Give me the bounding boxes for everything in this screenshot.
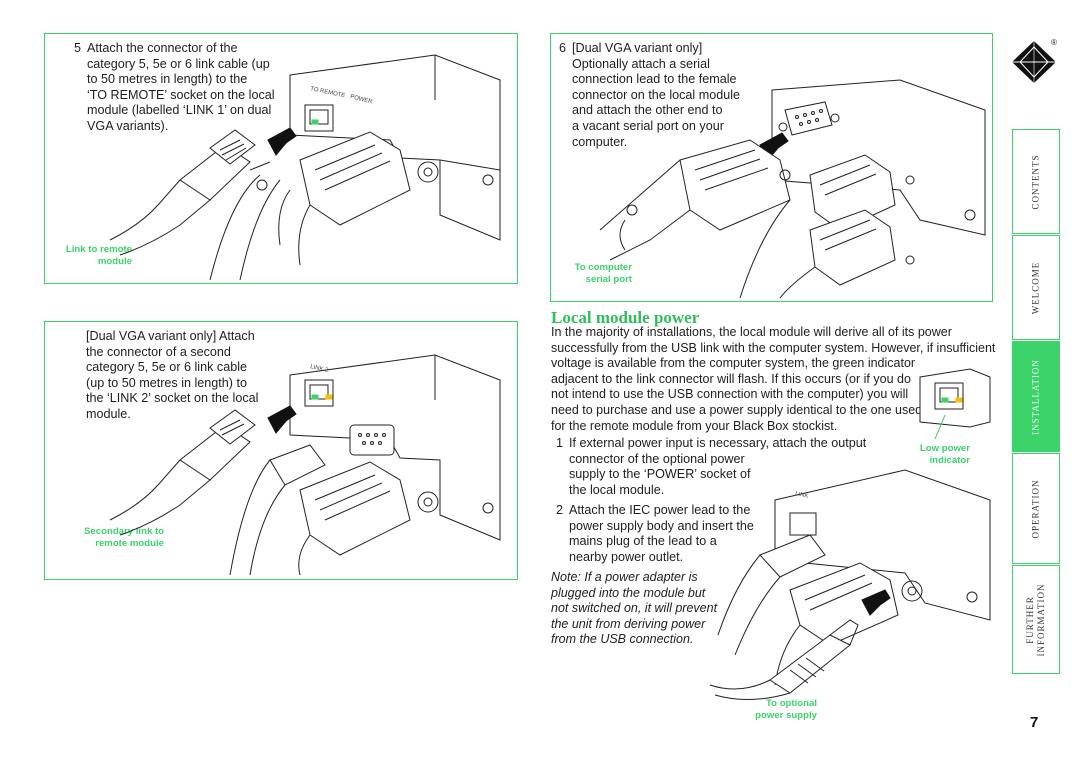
step-line: the local module. [569,482,665,497]
intro-line: need to purchase and use a power supply … [551,402,923,417]
step-line: supply to the ‘POWER’ socket of [569,467,751,482]
intro-line: not intend to use the USB connection wit… [551,387,909,402]
tab-label: WELCOME [1030,261,1041,314]
step-line: power supply body and insert the [569,518,754,533]
tab-operation[interactable]: OPERATION [1012,453,1060,564]
tab-further-information[interactable]: FURTHER INFORMATION [1012,565,1060,674]
power-step-2: 2 Attach the IEC power lead to the power… [556,503,776,567]
step-text: If external power input is necessary, at… [569,436,866,498]
illustration-secondary-link: LINK 2 [109,354,501,576]
illustration-serial [599,79,986,299]
tab-contents[interactable]: CONTENTS [1012,129,1060,234]
power-step-1: 1 If external power input is necessary, … [556,436,886,500]
tab-label: OPERATION [1030,478,1041,539]
step-line: Attach the IEC power lead to the [569,503,751,517]
step-line: to 50 metres in length) to the [87,72,248,87]
step-line: ‘TO REMOTE’ socket on the local [87,87,275,102]
caption-line: Low power [919,443,970,454]
step-line: Optionally attach a serial [572,56,710,71]
step-line: connector on the local module [572,87,741,102]
panel2-text: [Dual VGA variant only] Attach the conne… [86,329,286,423]
caption-line: To computer [574,262,632,273]
caption-line: indicator [929,454,970,466]
caption-line: serial port [585,273,632,285]
caption-line: Secondary link to [84,526,164,537]
intro-line: for the remote module from your Black Bo… [551,418,838,433]
step-line: nearby power outlet. [569,549,684,564]
tab-label: INSTALLATION [1030,358,1041,435]
step-number: 6 [559,41,567,55]
note-line: the unit from deriving power [551,616,706,631]
power-note: Note: If a power adapter is plugged into… [551,570,751,648]
tab-welcome[interactable]: WELCOME [1012,235,1060,340]
step-line: connector of the optional power [569,451,745,466]
step-line: and attach the other end to [572,103,723,118]
section-heading: Local module power [551,308,700,327]
label-power: POWER [350,94,374,105]
step-5: 5 Attach the connector of the category 5… [74,41,294,141]
registered-mark: ® [1051,38,1057,47]
step-line: category 5, 5e or 6 link cable (up [87,56,270,71]
caption-low-power: Low power indicator [900,443,970,466]
illustration-link-cable: TO REMOTE POWER [109,54,501,281]
caption-secondary-link: Secondary link to remote module [52,526,164,549]
step-number: 1 [556,436,564,450]
step-line: If external power input is necessary, at… [569,436,867,450]
step-line: a vacant serial port on your [572,118,724,133]
caption-link-to-remote: Link to remote module [52,244,132,267]
step-line: module (labelled ‘LINK 1’ on dual [87,103,272,118]
label-link: LINK [795,491,809,500]
step-number: 5 [74,41,82,55]
note-line: not switched on, it will prevent [551,601,718,616]
caption-line: module [97,255,132,267]
black-box-logo [1012,41,1056,83]
caption-line: To optional [766,698,817,709]
note-line: Note: If a power adapter is [551,570,698,584]
step-line: computer. [572,134,628,149]
step-line: VGA variants). [87,118,169,133]
illustration-power-supply: LINK [709,469,991,701]
tab-label: CONTENTS [1030,154,1041,209]
text-line: the connector of a second [86,344,231,359]
caption-line: power supply [755,709,817,721]
step-text: [Dual VGA variant only] Optionally attac… [572,41,740,150]
intro-line: In the majority of installations, the lo… [551,325,952,339]
tab-installation[interactable]: INSTALLATION [1012,341,1060,452]
note-line: plugged into the module but [551,585,706,600]
label-link2: LINK 2 [310,364,330,374]
intro-line: adjacent to the link connector will flas… [551,371,911,386]
text-line: [Dual VGA variant only] Attach [86,329,255,343]
step-number: 2 [556,503,564,517]
step-text: Attach the connector of the category 5, … [87,41,275,135]
text-line: category 5, 5e or 6 link cable [86,360,248,375]
caption-line: remote module [95,537,164,549]
step-text: Attach the IEC power lead to the power s… [569,503,754,565]
step-line: Attach the connector of the [87,41,238,55]
note-line: from the USB connection. [551,632,694,647]
caption-power-supply: To optional power supply [740,698,817,721]
caption-serial-port: To computer serial port [556,262,632,285]
intro-line: voltage is available from the computer s… [551,356,916,371]
section-intro: In the majority of installations, the lo… [551,325,1001,434]
step-line: connection lead to the female [572,72,737,87]
text-line: (up to 50 metres in length) to [86,375,248,390]
step-line: [Dual VGA variant only] [572,41,703,55]
text-line: the ‘LINK 2’ socket on the local [86,391,259,406]
illustration-low-power-indicator [919,368,991,440]
step-line: mains plug of the lead to a [569,534,717,549]
caption-line: Link to remote [65,244,132,255]
tab-label: FURTHER INFORMATION [1025,582,1046,657]
text-line: module. [86,406,131,421]
intro-line: successfully from the USB link with the … [551,340,996,355]
page-number: 7 [1030,714,1039,731]
step-6: 6 [Dual VGA variant only] Optionally att… [559,41,759,156]
